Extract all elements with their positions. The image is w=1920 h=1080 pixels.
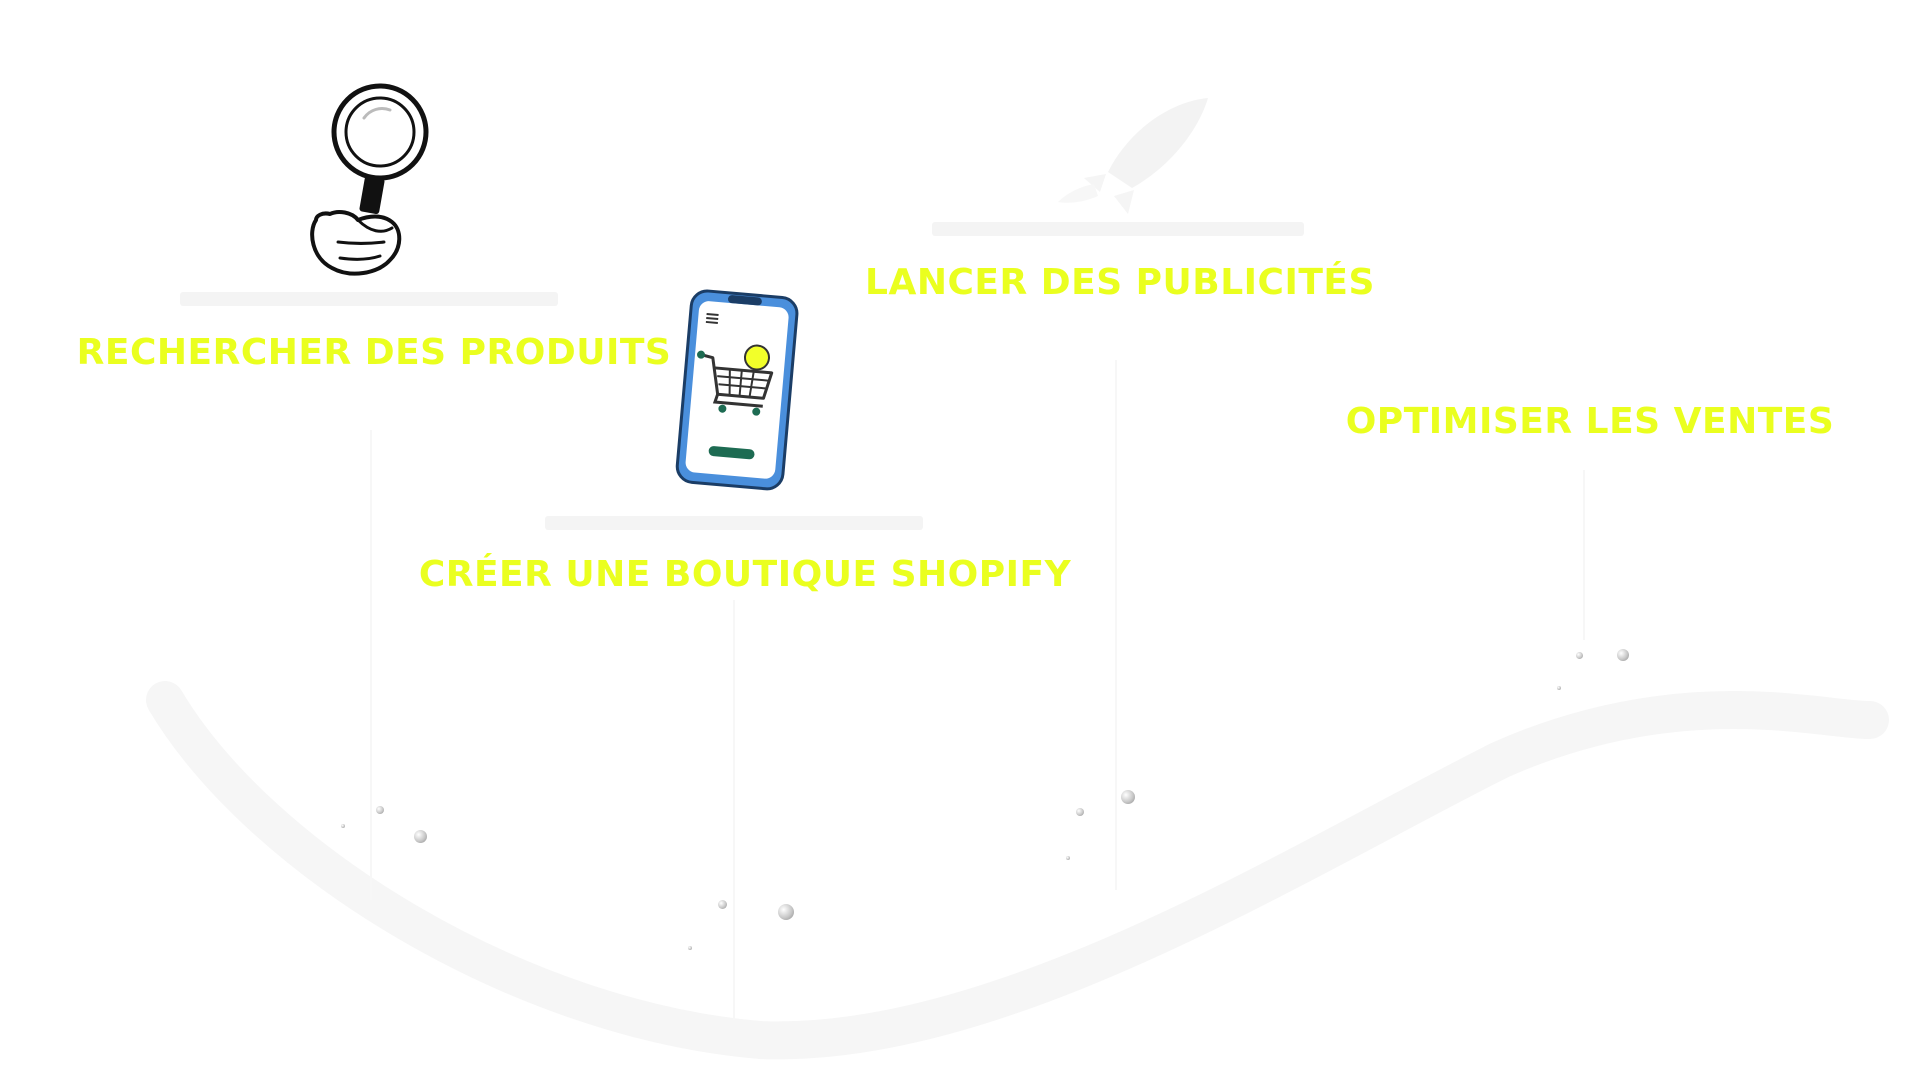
guide-line-store <box>733 600 735 1020</box>
pearl-dot <box>688 946 692 950</box>
faint-bar-store <box>545 516 923 530</box>
guide-line-ads <box>1115 360 1117 890</box>
magnifying-glass-hand-icon <box>310 83 429 276</box>
guide-line-optimize <box>1583 470 1585 640</box>
pearl-dot <box>376 806 384 814</box>
step-label-ads: LANCER DES PUBLICITÉS <box>865 262 1375 303</box>
pearl-dot <box>1076 808 1084 816</box>
step-label-optimize: OPTIMISER LES VENTES <box>1345 401 1835 442</box>
pearl-dot <box>718 900 727 909</box>
pearl-dot <box>1576 652 1583 659</box>
pearl-dot <box>1557 686 1561 690</box>
pearl-dot <box>341 824 345 828</box>
pearl-dot <box>414 830 427 843</box>
pearl-dot <box>1121 790 1135 804</box>
step-label-store: CRÉER UNE BOUTIQUE SHOPIFY <box>418 554 1072 595</box>
pearl-dot <box>778 904 794 920</box>
faint-bar-ads <box>932 222 1304 236</box>
smartphone-cart-icon <box>675 289 799 491</box>
guide-line-research <box>370 430 372 900</box>
pearl-dot <box>1617 649 1629 661</box>
rocket-icon <box>1058 98 1208 214</box>
faint-bar-research <box>180 292 558 306</box>
pearl-dot <box>1066 856 1070 860</box>
step-label-research: RECHERCHER DES PRODUITS <box>76 332 672 373</box>
